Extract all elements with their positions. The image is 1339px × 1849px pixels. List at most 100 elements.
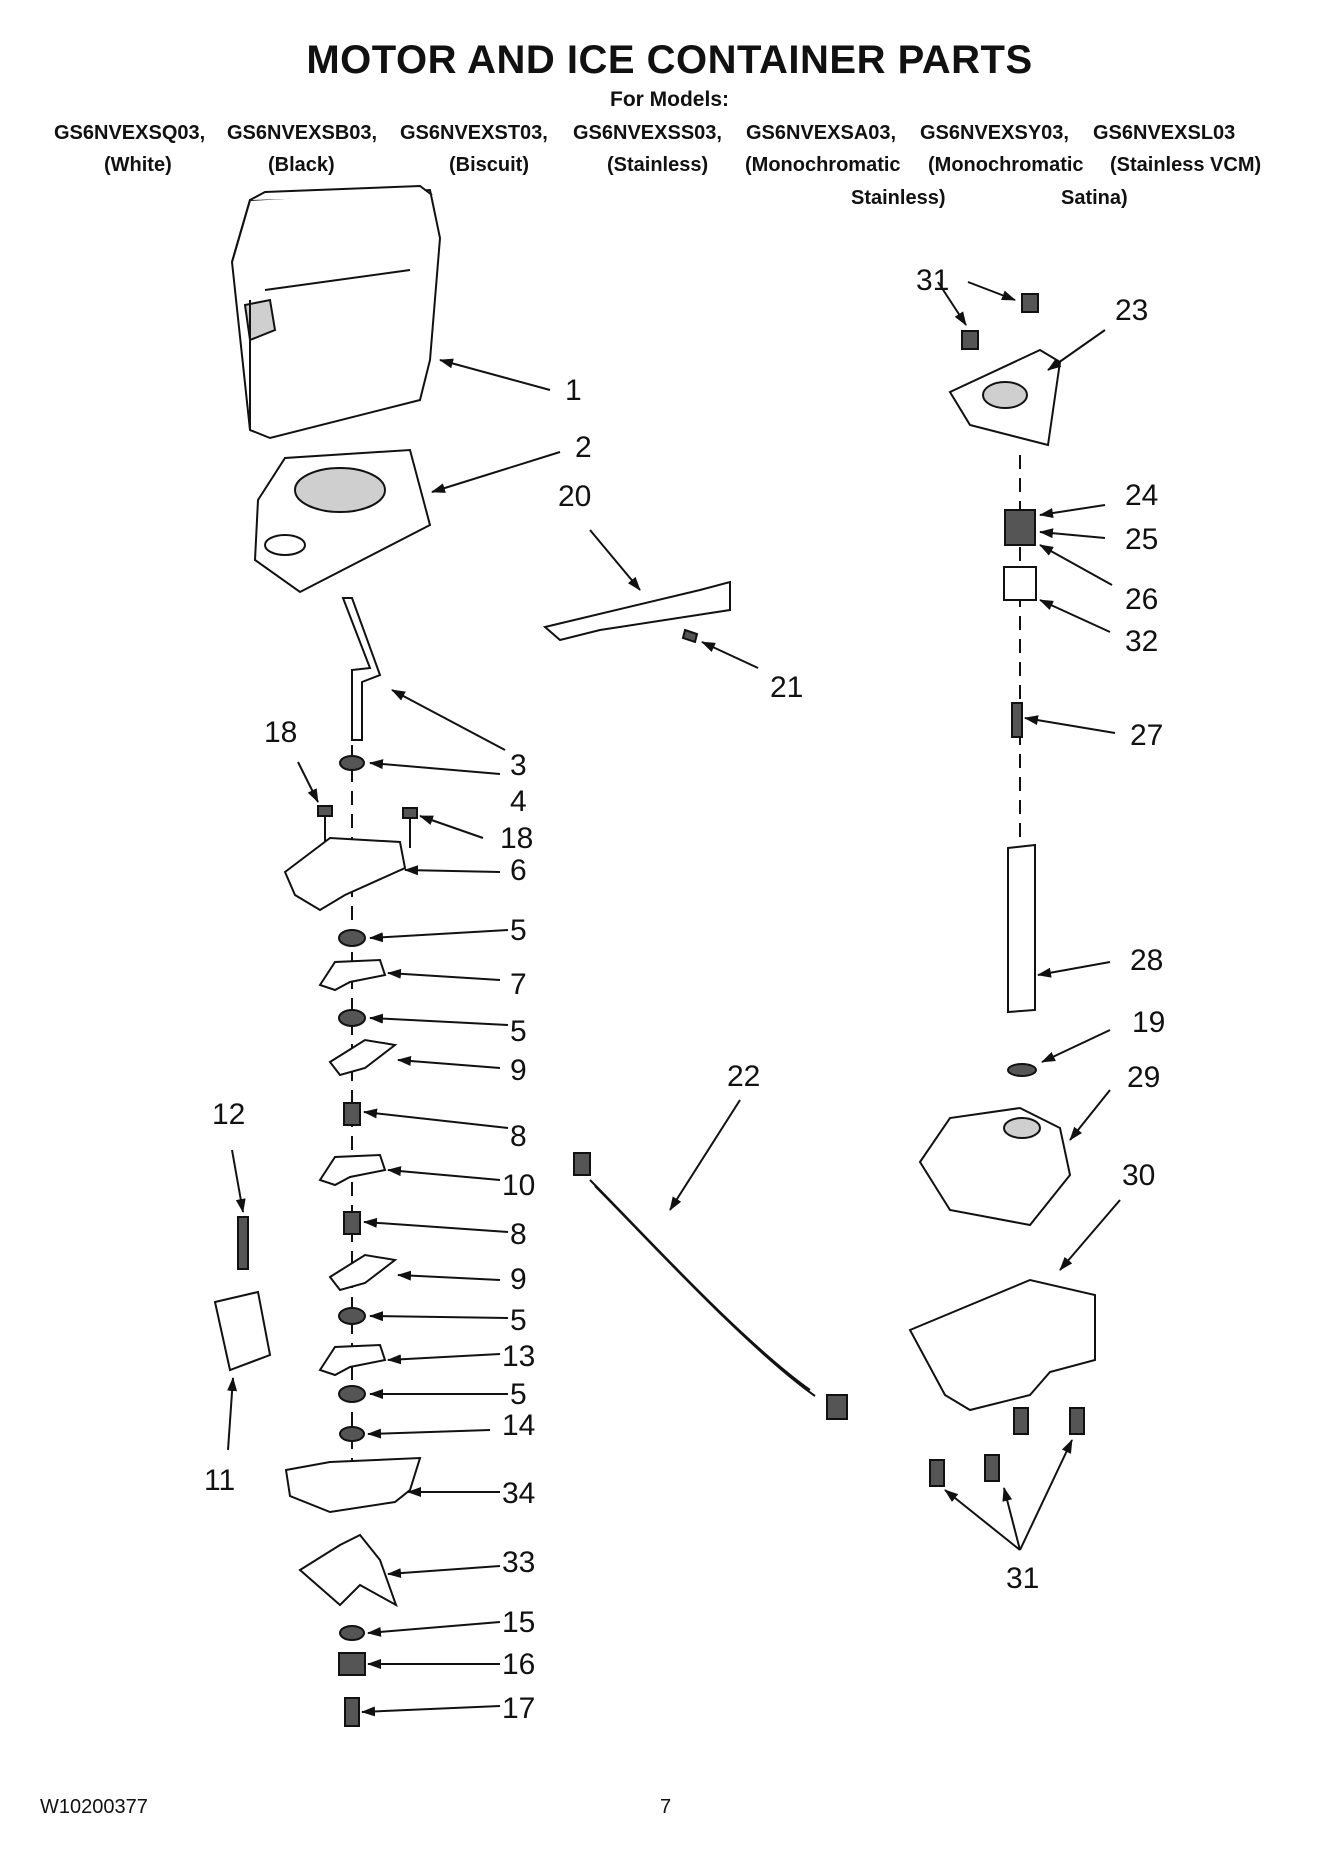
- callout-2: 2: [575, 431, 592, 464]
- callout-18b: 18: [500, 822, 533, 855]
- callout-5d: 5: [510, 1378, 527, 1411]
- mount-plate-hole: [982, 381, 1028, 409]
- callout-5b: 5: [510, 1015, 527, 1048]
- variant-white: (White): [104, 154, 172, 176]
- leader-7: [387, 968, 501, 981]
- model-code-stainless: GS6NVEXSS03,: [573, 122, 722, 144]
- spring-27: [1011, 702, 1023, 738]
- leader-18a: [297, 761, 319, 803]
- variant-stainless-vcm: (Stainless VCM): [1110, 154, 1262, 176]
- bushing-26: [1003, 566, 1037, 601]
- callout-27: 27: [1130, 719, 1163, 752]
- shaft-28: [1007, 843, 1036, 1014]
- callout-7: 7: [510, 968, 527, 1001]
- callout-23: 23: [1115, 294, 1148, 327]
- spring-21: [681, 628, 699, 644]
- leader-5c: [369, 1311, 509, 1322]
- blade-10: [318, 1153, 387, 1187]
- for-models-label: For Models:: [610, 88, 729, 111]
- auger-housing: [253, 448, 432, 594]
- motor-shaft-hub: [1003, 1117, 1041, 1139]
- callout-12: 12: [212, 1098, 245, 1131]
- leader-31e: [1019, 1439, 1073, 1551]
- leader-10: [387, 1166, 501, 1181]
- block-11: [213, 1290, 272, 1372]
- leader-20: [589, 529, 641, 591]
- leader-33: [387, 1565, 501, 1579]
- variant-mono-satina: (Monochromatic: [928, 154, 1084, 176]
- variant-mono-stainless-line2: Stainless): [851, 187, 946, 209]
- leader-26: [1039, 544, 1113, 586]
- leader-25: [1039, 528, 1106, 539]
- leader-9a: [397, 1056, 501, 1069]
- leader-1: [439, 358, 551, 391]
- blade-13: [318, 1343, 387, 1377]
- model-code-white: GS6NVEXSQ03,: [54, 122, 206, 144]
- leader-8b: [363, 1217, 509, 1233]
- leader-6: [404, 865, 501, 876]
- callout-17: 17: [502, 1692, 535, 1725]
- washer-14: [339, 1426, 365, 1442]
- leader-14: [367, 1428, 491, 1439]
- leader-29: [1069, 1089, 1111, 1141]
- leader-24: [1039, 504, 1106, 518]
- leader-31b: [937, 281, 967, 326]
- callout-8b: 8: [510, 1218, 527, 1251]
- leader-5b: [369, 1013, 509, 1026]
- leader-18b: [419, 815, 484, 839]
- leader-21: [701, 641, 759, 669]
- leader-32: [1039, 599, 1111, 633]
- washer-5d: [338, 1385, 366, 1403]
- crusher-cover-33: [298, 1533, 398, 1608]
- page-title: MOTOR AND ICE CONTAINER PARTS: [306, 38, 1033, 82]
- washer-15: [339, 1625, 365, 1641]
- callout-9b: 9: [510, 1263, 527, 1296]
- callout-3: 3: [510, 749, 527, 782]
- leader-5a: [369, 929, 509, 943]
- washer-5a: [338, 929, 366, 947]
- model-code-black: GS6NVEXSB03,: [227, 122, 378, 144]
- coupler-24-25: [1004, 509, 1036, 546]
- leader-3: [391, 689, 506, 751]
- leader-28: [1037, 961, 1111, 978]
- callout-31a: 31: [916, 264, 949, 297]
- screw-17: [344, 1697, 360, 1727]
- leader-8a: [363, 1108, 509, 1129]
- lever-20: [542, 580, 731, 642]
- leader-19: [1041, 1029, 1111, 1063]
- variant-mono-satina-line2: Satina): [1061, 187, 1128, 209]
- screw-31-top-right: [1021, 293, 1039, 313]
- motor-bracket-30: [908, 1278, 1096, 1412]
- leader-23: [1047, 329, 1106, 371]
- bracket-plate-6: [283, 836, 407, 912]
- model-code-biscuit: GS6NVEXST03,: [400, 122, 548, 144]
- leader-11: [227, 1377, 238, 1451]
- callout-9a: 9: [510, 1054, 527, 1087]
- callout-24: 24: [1125, 479, 1158, 512]
- leader-27: [1024, 715, 1116, 734]
- callout-28: 28: [1130, 944, 1163, 977]
- callout-26: 26: [1125, 583, 1158, 616]
- washer-19: [1007, 1063, 1037, 1077]
- callout-29: 29: [1127, 1061, 1160, 1094]
- leader-15: [367, 1621, 501, 1637]
- variant-mono-stainless: (Monochromatic: [745, 154, 901, 176]
- callout-8a: 8: [510, 1120, 527, 1153]
- leader-31d: [1002, 1487, 1021, 1551]
- model-code-mono-stainless: GS6NVEXSA03,: [746, 122, 897, 144]
- callout-5a: 5: [510, 914, 527, 947]
- leader-4: [369, 759, 501, 775]
- leader-31a: [967, 281, 1016, 301]
- nut-16: [338, 1652, 366, 1676]
- document-number: W10200377: [40, 1796, 148, 1818]
- callout-15: 15: [502, 1606, 535, 1639]
- variant-stainless: (Stainless): [607, 154, 709, 176]
- blade-9b: [328, 1253, 398, 1292]
- callout-14: 14: [502, 1409, 535, 1442]
- callout-25: 25: [1125, 523, 1158, 556]
- callout-33: 33: [502, 1546, 535, 1579]
- leader-22: [669, 1099, 741, 1211]
- leader-30: [1059, 1199, 1121, 1271]
- auger-rod: [341, 597, 382, 741]
